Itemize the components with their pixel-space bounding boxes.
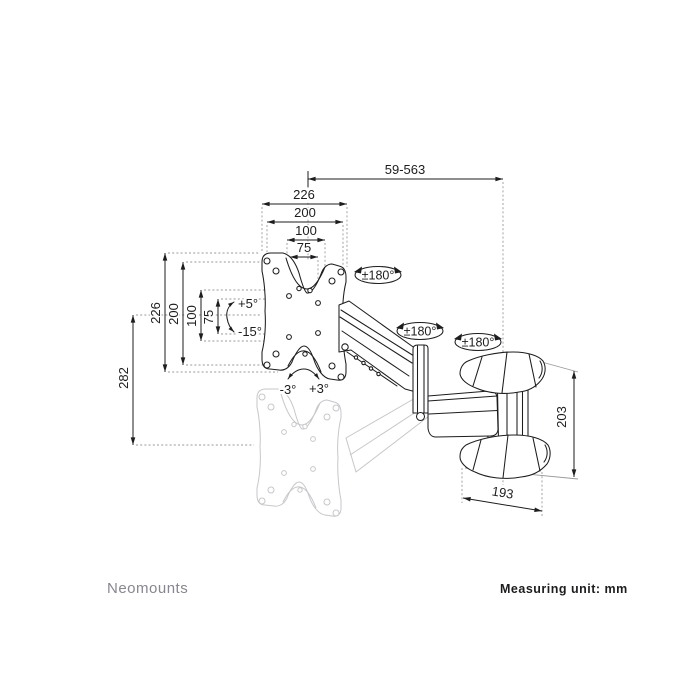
brand-logo-text: Neomounts	[107, 580, 188, 597]
dim-label-width-226: 226	[293, 187, 315, 202]
tilt-down-label: -15°	[238, 324, 262, 339]
swivel-annotation-3: ±180°	[454, 332, 502, 352]
dim-line-bracket-depth	[462, 496, 543, 513]
swivel-label-2: ±180°	[404, 325, 437, 339]
swivel-label-1: ±180°	[362, 269, 395, 283]
dim-label-height-travel: 282	[116, 367, 131, 389]
swivel-annotation-2: ±180°	[396, 321, 444, 341]
dim-label-width-100: 100	[295, 223, 317, 238]
measuring-unit-note: Measuring unit: mm	[500, 582, 628, 596]
dim-label-width-200: 200	[294, 205, 316, 220]
extension-lines	[136, 182, 543, 516]
dim-label-height-226: 226	[148, 302, 163, 324]
dim-label-bracket-height: 203	[554, 406, 569, 428]
level-annotation: -3° +3°	[278, 368, 331, 399]
wall-cover-top	[459, 351, 546, 394]
tilt-up-label: +5°	[238, 296, 258, 311]
elbow-joint	[412, 344, 429, 422]
level-left-label: -3°	[280, 382, 297, 397]
swivel-label-3: ±180°	[462, 336, 495, 350]
tilt-annotation: +5° -15°	[226, 295, 264, 341]
ghost-arm-position	[256, 388, 434, 517]
gas-spring-arm	[338, 300, 417, 393]
level-right-label: +3°	[309, 381, 329, 396]
wall-cover-bottom	[459, 434, 551, 479]
dim-label-height-100: 100	[184, 305, 199, 327]
dim-label-extension-range: 59-563	[385, 162, 425, 177]
swivel-annotation-1: ±180°	[354, 265, 402, 285]
vesa-plate	[261, 252, 347, 381]
dimension-lines	[130, 171, 577, 513]
wall-arm	[427, 390, 499, 438]
dim-label-height-75: 75	[201, 310, 216, 324]
dim-label-width-75: 75	[297, 240, 311, 255]
dim-label-bracket-depth: 193	[491, 483, 515, 501]
dim-label-height-200: 200	[166, 303, 181, 325]
